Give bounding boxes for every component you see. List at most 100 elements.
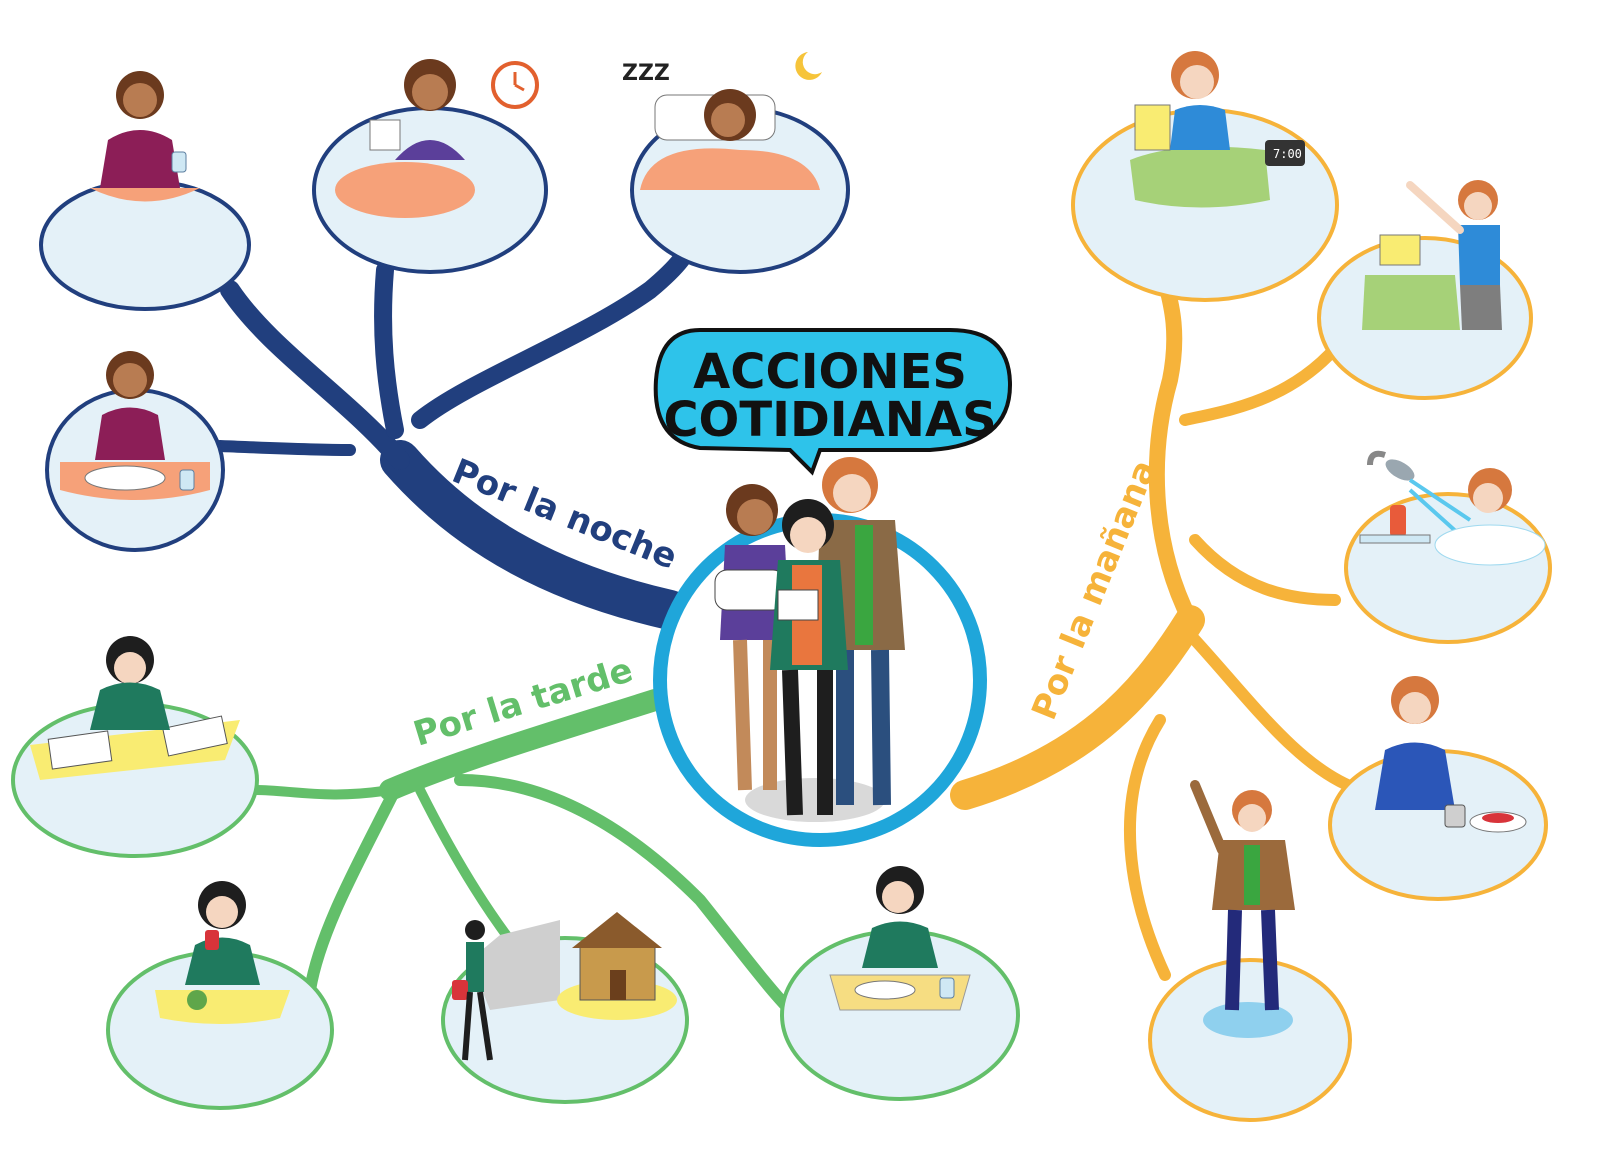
- face-icon: [711, 103, 745, 137]
- branch-noche-nodes: ZZZ: [39, 52, 850, 552]
- pillow-icon: [1134, 104, 1171, 151]
- branch-por-la-tarde: Por la tarde: [11, 636, 1020, 1110]
- stretch-arm-icon: [1406, 181, 1464, 234]
- legs-icon: [782, 669, 833, 816]
- node-ring: [1344, 492, 1552, 644]
- node-waking-up-with-alarm: 7:00: [1071, 51, 1339, 302]
- center-node: [653, 457, 987, 847]
- plate-icon: [84, 465, 166, 491]
- face-icon: [206, 896, 238, 928]
- jacket-icon: [862, 921, 938, 968]
- face-icon: [1180, 65, 1214, 99]
- floor-spot: [1203, 1002, 1293, 1038]
- node-sleeping-in-bed: ZZZ: [622, 52, 850, 274]
- face-icon: [882, 881, 914, 913]
- face-icon: [1464, 192, 1492, 220]
- face-icon: [833, 474, 871, 512]
- tshirt-icon: [1458, 225, 1500, 285]
- node-eating-dinner: [45, 351, 225, 552]
- roof-icon: [572, 912, 662, 948]
- shelf-icon: [1359, 534, 1431, 544]
- toast-icon: [1482, 813, 1514, 823]
- legs-icon: [462, 991, 493, 1061]
- pillow-icon: [369, 119, 401, 151]
- node-getting-dressed: [1148, 780, 1352, 1122]
- table-shape: [155, 990, 290, 1024]
- pajama-icon: [395, 140, 465, 160]
- open-book-icon: [162, 715, 228, 757]
- tshirt-icon: [1170, 105, 1230, 150]
- node-having-breakfast: [1328, 676, 1548, 901]
- cup-icon: [205, 930, 219, 950]
- clock-hands-icon: [513, 72, 525, 92]
- shirt-icon: [855, 525, 873, 645]
- notebook-icon: [47, 730, 113, 770]
- moon-icon: [795, 52, 822, 80]
- door-icon: [610, 970, 626, 1000]
- shirt-icon: [95, 407, 165, 460]
- jacket-icon: [185, 937, 260, 985]
- glass-icon: [179, 469, 195, 491]
- jacket-icon: [90, 682, 170, 730]
- face-icon: [1473, 483, 1503, 513]
- node-walking-home: [441, 912, 689, 1104]
- title-speech-bubble: ACCIONES COTIDIANAS: [653, 328, 1013, 476]
- table-shape: [90, 188, 200, 202]
- blanket-icon: [1130, 146, 1270, 208]
- glass-icon: [939, 977, 955, 999]
- person-head-icon: [465, 920, 485, 940]
- face-icon: [1238, 804, 1266, 832]
- face-icon: [113, 363, 147, 397]
- mug-icon: [1444, 804, 1466, 828]
- three-teenagers-illustration: [714, 457, 905, 822]
- branch-manana-nodes: 7:00: [1071, 51, 1552, 1122]
- bag-icon: [452, 980, 468, 1000]
- node-doing-homework: [11, 636, 259, 858]
- node-ring: [1148, 958, 1352, 1122]
- pillow-icon: [714, 569, 786, 611]
- branch-tarde-nodes: [11, 636, 1020, 1110]
- pillow-icon: [1379, 234, 1421, 266]
- raised-arm-icon: [1190, 780, 1227, 855]
- hoodie-icon: [1375, 742, 1455, 810]
- node-drinking-and-snack: [106, 881, 334, 1110]
- face-icon: [412, 74, 448, 110]
- jacket-icon: [466, 942, 484, 992]
- node-getting-out-of-bed: [1317, 180, 1533, 400]
- jeans-icon: [836, 649, 891, 806]
- node-yawning-in-bed: [312, 59, 548, 274]
- pants-icon: [1460, 285, 1502, 330]
- water-spray-icon: [1408, 478, 1472, 537]
- face-icon: [737, 499, 773, 535]
- legs-icon: [733, 639, 777, 791]
- blanket-icon: [640, 148, 820, 190]
- face-icon: [114, 652, 146, 684]
- title-line-2: COTIDIANAS: [663, 392, 996, 448]
- node-eating-snack-at-table: [39, 71, 251, 311]
- alarm-time-icon: 7:00: [1273, 147, 1302, 161]
- blanket-icon: [1362, 275, 1460, 330]
- branch-por-la-manana: 7:00: [950, 51, 1552, 1122]
- shirt-icon: [1244, 845, 1260, 905]
- shower-pipe-icon: [1367, 450, 1386, 466]
- branch-tarde-lines: [251, 689, 796, 1016]
- alarm-clock-icon: [1265, 140, 1305, 166]
- glass-icon: [171, 151, 187, 173]
- shower-head-icon: [1385, 459, 1415, 481]
- city-silhouette-icon: [470, 920, 560, 1010]
- face-icon: [123, 83, 157, 117]
- branch-manana-lines: [950, 272, 1366, 981]
- face-icon: [790, 517, 826, 553]
- jeans-icon: [1225, 909, 1279, 1011]
- speech-bubble-shape: [653, 328, 1013, 476]
- shirt-icon: [100, 130, 180, 188]
- fruit-icon: [187, 990, 207, 1010]
- notebook-icon: [777, 589, 819, 621]
- node-showering: [1344, 450, 1552, 644]
- plate-icon: [854, 980, 916, 1000]
- face-icon: [1399, 692, 1431, 724]
- blanket-icon: [335, 162, 475, 218]
- foam-icon: [1434, 524, 1546, 566]
